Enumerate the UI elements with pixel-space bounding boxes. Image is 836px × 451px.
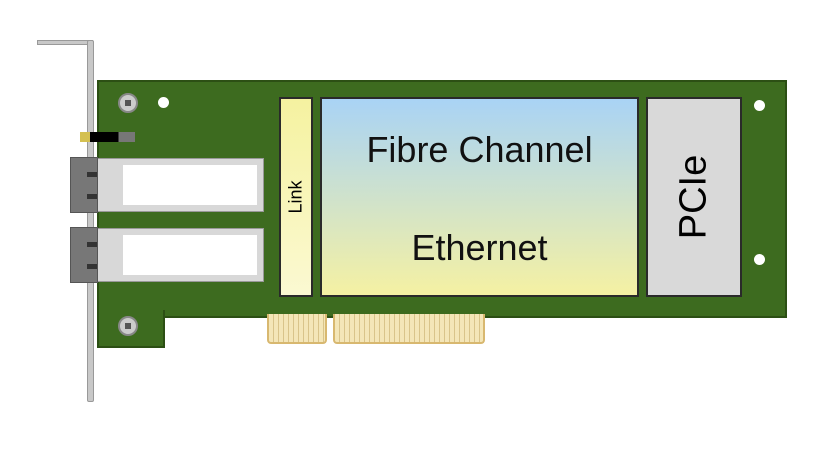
sfp-cage-1: [96, 158, 264, 212]
screw-icon: [118, 93, 138, 113]
fibre-channel-label: Fibre Channel: [366, 129, 593, 170]
mounting-hole: [754, 100, 765, 111]
mounting-bracket: [87, 40, 94, 402]
sfp-cage-2: [96, 228, 264, 282]
link-block: Link: [279, 97, 313, 297]
sfp-port-1: [70, 157, 98, 213]
pcie-connector-short: [267, 314, 327, 344]
led-indicator: [80, 132, 135, 142]
pcie-connector-long: [333, 314, 485, 344]
pcie-label: PCIe: [672, 154, 715, 240]
pcie-block: PCIe: [646, 97, 742, 297]
link-label: Link: [285, 180, 306, 214]
controller-block: Fibre Channel Ethernet: [320, 97, 639, 297]
bracket-top-lip: [37, 40, 93, 45]
mounting-hole: [754, 254, 765, 265]
sfp-port-2: [70, 227, 98, 283]
screw-icon: [118, 316, 138, 336]
mounting-hole: [158, 97, 169, 108]
ethernet-label: Ethernet: [411, 227, 548, 268]
